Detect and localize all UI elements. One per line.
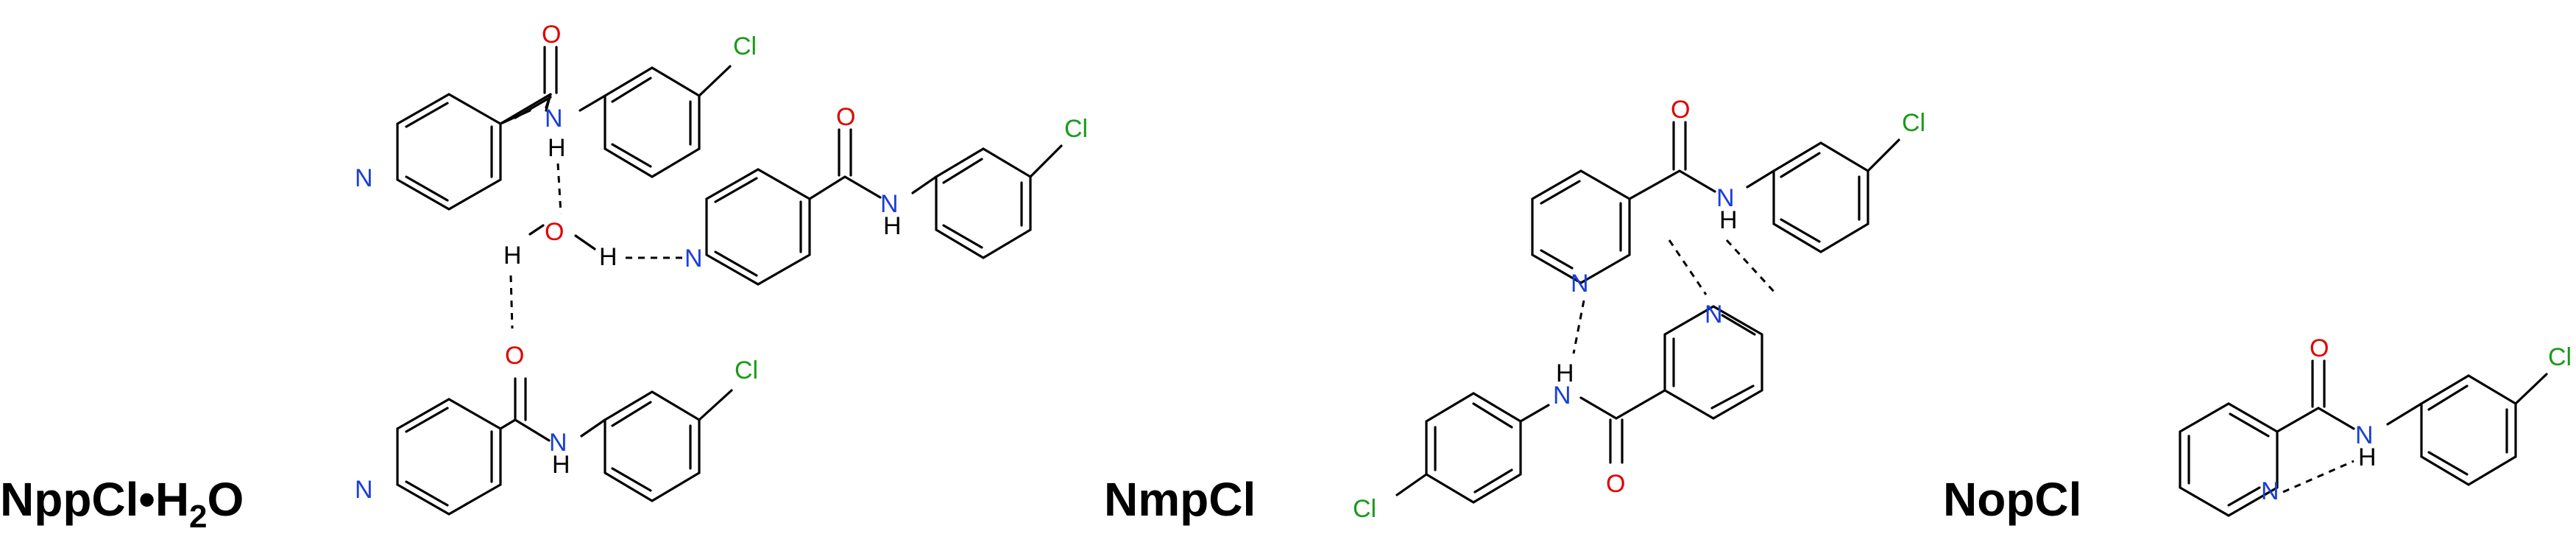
amide-n-atom: N — [2355, 421, 2374, 449]
hbond-ch-n — [1668, 239, 1708, 295]
carbonyl-o-atom: O — [505, 342, 524, 370]
amide-h-atom: H — [1556, 359, 1574, 387]
chlorophenyl-ring — [604, 66, 701, 178]
amide-n-atom: N — [1716, 184, 1735, 212]
chlorophenyl-ring — [935, 147, 1032, 259]
hbond-intramolecular — [2282, 460, 2354, 493]
nopcl-molecule: N O N H Cl — [2179, 334, 2572, 517]
water-o-atom: O — [545, 218, 564, 246]
carbonyl-o-atom: O — [1606, 470, 1625, 498]
pyridine-ring — [396, 398, 502, 516]
amide-n-atom: N — [1553, 382, 1571, 410]
label-nopcl: NopCl — [1943, 473, 2081, 526]
pyridine-ring — [396, 93, 502, 211]
nppcl-hydrate-panel: N O N H Cl O H H — [0, 21, 1088, 534]
chlorophenyl-ring — [1425, 392, 1522, 504]
pyridine-n-atom: N — [355, 476, 373, 504]
amide-h-atom: H — [2358, 443, 2377, 471]
pyridine-n-atom: N — [2261, 477, 2279, 505]
label-nppcl-hydrate: NppCl•H2O — [0, 473, 244, 534]
amide-h-atom: H — [552, 451, 570, 479]
chlorophenyl-ring — [1772, 141, 1869, 253]
amide-h-atom: H — [883, 212, 902, 240]
pyridine-ring — [1531, 169, 1631, 284]
pyridine-ring — [705, 168, 811, 286]
hbond-n-nh — [1572, 300, 1585, 354]
nmpcl-molecule-bottom: N O N H Cl — [1353, 301, 1763, 523]
chlorine-atom: Cl — [1902, 109, 1925, 137]
nppcl-molecule-top: N O N H Cl — [355, 21, 757, 211]
amide-n-atom: N — [545, 105, 563, 133]
nopcl-panel: N O N H Cl NopCl — [1943, 334, 2572, 526]
pyridine-ring — [2179, 402, 2279, 517]
chlorophenyl-ring — [2420, 374, 2517, 486]
pyridine-n-atom: N — [1705, 301, 1723, 329]
label-hydrate-tail: O — [208, 473, 244, 526]
carbonyl-o-atom: O — [2310, 334, 2329, 362]
carbonyl-o-atom: O — [836, 103, 855, 131]
hbond-water-carbonyl — [509, 275, 514, 329]
label-hydrate-sub: 2 — [189, 499, 207, 534]
water-h-atom-left: H — [503, 242, 522, 270]
pyridine-n-atom: N — [1571, 270, 1589, 298]
label-nmpcl: NmpCl — [1104, 473, 1256, 526]
amide-n-atom: N — [549, 429, 567, 457]
pyridine-n-atom: N — [684, 245, 703, 273]
water-h-atom-right: H — [599, 243, 618, 271]
hbond-nh-continued — [1725, 239, 1778, 296]
carbonyl-o-atom: O — [1671, 96, 1690, 124]
nmpcl-molecule-top: N O N H Cl — [1531, 96, 1925, 298]
chlorine-atom: Cl — [1353, 495, 1376, 523]
chlorine-atom: Cl — [1064, 115, 1088, 143]
chlorophenyl-ring — [604, 390, 701, 502]
water-molecule: O H H — [503, 218, 618, 271]
amide-h-atom: H — [548, 134, 566, 162]
nmpcl-panel: N O N H Cl N O N — [1104, 96, 1925, 526]
pyridine-n-atom: N — [355, 164, 373, 192]
hbond-nh-water — [556, 163, 562, 214]
carbonyl-o-atom: O — [542, 21, 561, 49]
chlorine-atom: Cl — [2548, 343, 2572, 371]
label-hydrate-main: NppCl•H — [0, 473, 189, 526]
nppcl-molecule-right: N O N H Cl — [684, 103, 1088, 286]
chlorine-atom: Cl — [735, 356, 758, 384]
nppcl-molecule-bottom: N O N H Cl — [355, 342, 758, 516]
amide-h-atom: H — [1719, 206, 1738, 234]
chlorine-atom: Cl — [733, 32, 757, 60]
amide-n-atom: N — [880, 190, 899, 218]
